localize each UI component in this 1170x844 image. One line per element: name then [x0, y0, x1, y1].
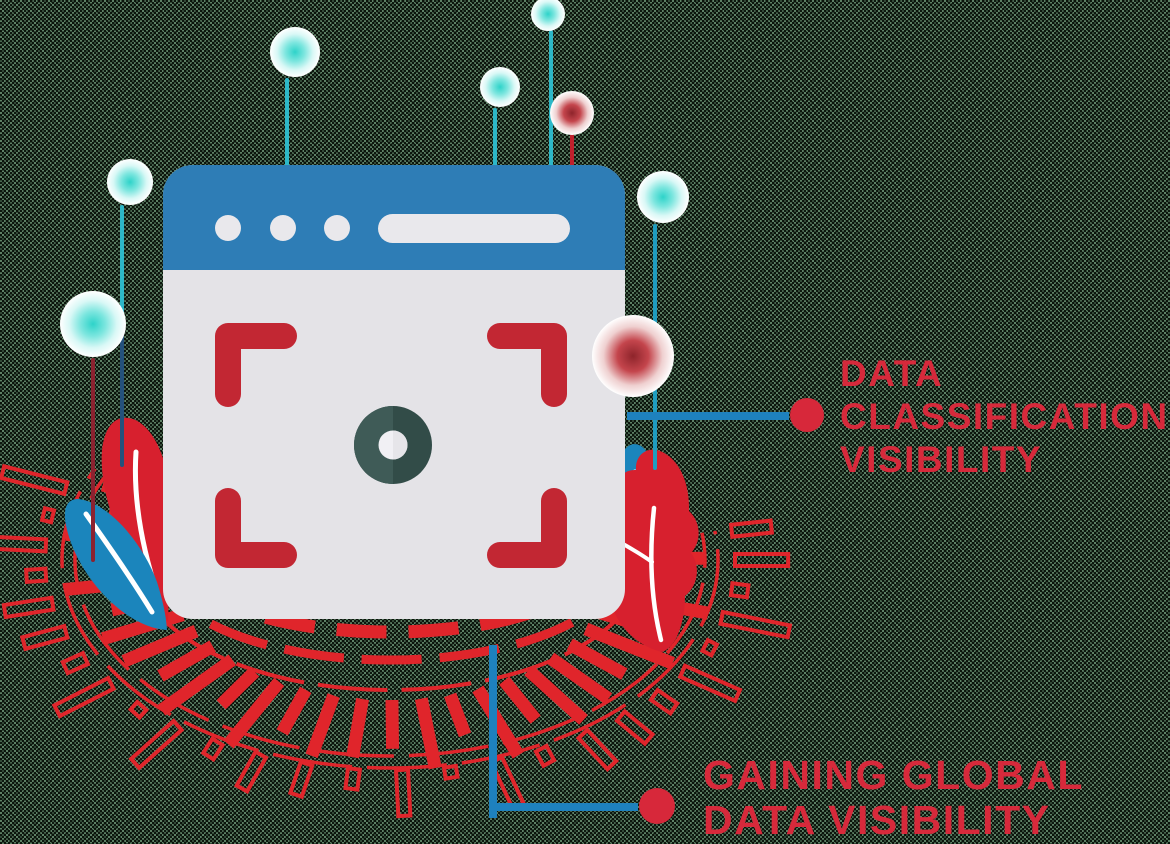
window-body — [163, 165, 625, 619]
browser-window-icon — [163, 165, 625, 619]
callout-line: VISIBILITY — [840, 439, 1043, 480]
mandala-tick-hollow — [233, 749, 269, 795]
mandala-tick-hollow — [23, 566, 49, 584]
callout-bullet-icon — [639, 788, 675, 824]
mandala-tick-solid — [566, 638, 628, 680]
callout-gaining-global-data-visibility: GAINING GLOBAL DATA VISIBILITY — [703, 753, 1084, 843]
callout-data-classification-visibility: DATA CLASSIFICATION VISIBILITY — [840, 352, 1169, 481]
mandala-tick-hollow — [19, 623, 70, 652]
address-bar-icon — [378, 214, 570, 243]
viewfinder-corner-bottom-left — [215, 488, 297, 568]
mandala-tick-hollow — [128, 718, 185, 771]
balloon-icon — [480, 67, 520, 107]
mandala-tick-solid — [444, 692, 472, 738]
mandala-tick-hollow — [648, 687, 680, 717]
mandala-tick-hollow — [1, 595, 56, 620]
mandala-tick-solid — [472, 685, 524, 759]
window-control-dots-icon — [324, 215, 350, 241]
mandala-tick-solid — [524, 665, 588, 725]
window-control-dots-icon — [215, 215, 241, 241]
callout-bullet-icon — [790, 398, 824, 432]
mandala-tick-hollow — [441, 763, 460, 781]
balloon-icon — [107, 159, 153, 205]
mandala-tick-solid — [414, 697, 442, 770]
mandala-tick-hollow — [39, 505, 57, 525]
mandala-tick-hollow — [533, 743, 557, 769]
balloon-icon — [637, 171, 689, 223]
mandala-tick-hollow — [0, 463, 70, 497]
callout-line: GAINING GLOBAL — [703, 752, 1084, 798]
mandala-tick-solid — [346, 697, 369, 759]
viewfinder-icon — [215, 323, 567, 568]
balloon-icon — [531, 0, 565, 31]
mandala-tick-hollow — [718, 609, 793, 640]
balloon-icon-red — [550, 91, 594, 135]
lens-ring-left — [354, 406, 393, 484]
window-control-dots-icon — [270, 215, 296, 241]
mandala-tick-solid — [157, 654, 237, 716]
mandala-arc — [60, 467, 720, 770]
mandala-tick-hollow — [614, 708, 656, 747]
callout-connectors — [489, 398, 824, 824]
mandala-tick-solid — [499, 676, 541, 724]
mandala-tick-hollow — [127, 699, 150, 721]
callout-line: DATA — [840, 353, 944, 394]
mandala-tick-hollow — [51, 675, 117, 719]
mandala-tick-hollow — [0, 533, 49, 554]
balloon-icon — [270, 27, 320, 77]
camera-lens-icon — [354, 406, 432, 484]
mandala-tick-hollow — [287, 759, 315, 800]
callout-line: CLASSIFICATION — [840, 396, 1169, 437]
leaf-cluster-left — [64, 417, 173, 630]
mandala-tick-solid — [216, 667, 260, 710]
balloons — [60, 0, 689, 397]
leaf-vein — [649, 505, 664, 643]
leaf-cluster-right — [602, 444, 699, 652]
mandala-tick-hollow — [677, 663, 743, 704]
balloon-icon — [60, 291, 126, 357]
mandala-tick-hollow — [200, 735, 226, 763]
viewfinder-corner-bottom-right — [487, 488, 567, 568]
mandala-tick-solid — [305, 693, 340, 759]
mandala-tick-hollow — [699, 637, 720, 658]
balloon-stems — [91, 30, 657, 562]
mandala-tick-solid — [121, 625, 199, 668]
mandala-tick-hollow — [343, 765, 363, 792]
mandala-tick-hollow — [60, 650, 91, 676]
mandala-tick-hollow — [733, 552, 791, 568]
mandala-tick-solid — [385, 699, 400, 749]
balloon-icon-red — [592, 315, 674, 397]
mandala-tick-hollow — [728, 581, 751, 600]
mandala-tick-solid — [223, 677, 285, 749]
viewfinder-corner-top-left — [215, 323, 297, 407]
mandala-tick-hollow — [393, 767, 413, 819]
viewfinder-corner-top-right — [487, 323, 567, 407]
lens-hole-shade — [393, 430, 408, 460]
mandala-tick-hollow — [575, 727, 620, 772]
mandala-tick-hollow — [728, 518, 775, 539]
mandala-tick-solid — [276, 686, 312, 736]
mandala-tick-solid — [583, 622, 675, 670]
mandala-tick-solid — [546, 652, 613, 704]
mandala-tick-solid — [157, 640, 216, 682]
callout-line: DATA VISIBILITY — [703, 797, 1051, 843]
